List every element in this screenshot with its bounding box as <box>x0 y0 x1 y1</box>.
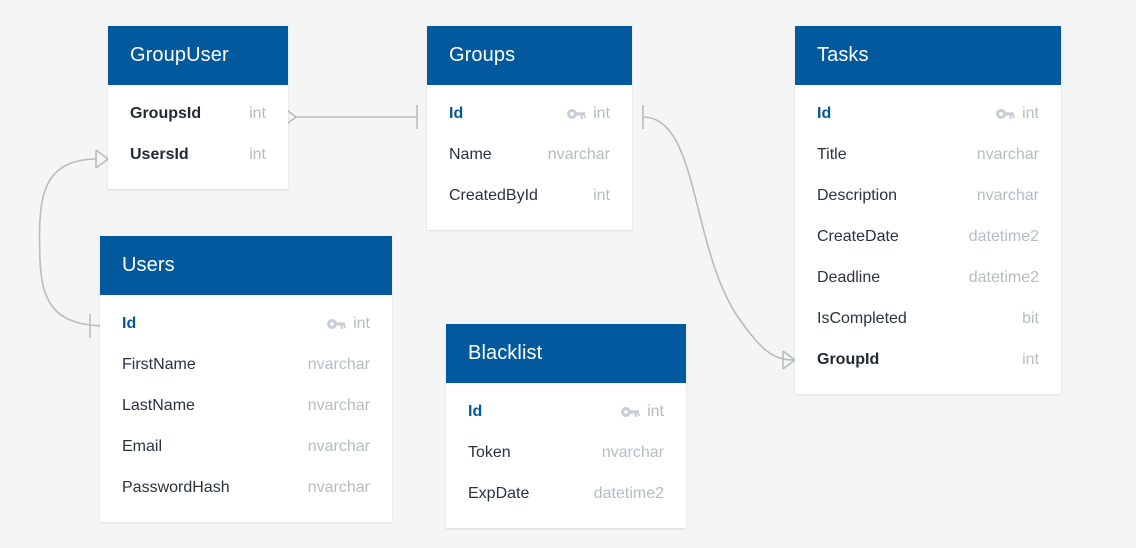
field-row[interactable]: LastName nvarchar <box>100 385 392 426</box>
field-name: GroupsId <box>130 104 202 122</box>
field-row[interactable]: Deadline datetime2 <box>795 257 1061 298</box>
field-row[interactable]: IsCompleted bit <box>795 298 1061 339</box>
field-name: LastName <box>122 396 195 414</box>
primary-key-icon <box>621 406 640 417</box>
field-type: nvarchar <box>307 437 370 455</box>
key-icon-placeholder <box>222 107 242 121</box>
field-row[interactable]: Id int <box>100 303 392 344</box>
key-icon-placeholder <box>222 148 242 162</box>
field-type: nvarchar <box>307 355 370 373</box>
primary-key-icon <box>567 108 586 119</box>
field-type: nvarchar <box>601 443 664 461</box>
field-row[interactable]: PasswordHash nvarchar <box>100 467 392 508</box>
table-title-blacklist: Blacklist <box>446 324 686 383</box>
key-icon-placeholder <box>281 399 301 413</box>
key-icon-placeholder <box>281 358 301 372</box>
table-card-groups[interactable]: Groups Id int Name nvarchar <box>427 26 632 230</box>
table-fields-groupuser: GroupsId int UsersId int <box>108 85 288 189</box>
field-type: int <box>249 145 266 163</box>
field-name: Id <box>122 314 137 332</box>
field-type: int <box>647 402 664 420</box>
table-title-users: Users <box>100 236 392 295</box>
field-type: datetime2 <box>968 268 1039 286</box>
field-row[interactable]: CreatedById int <box>427 175 632 216</box>
key-icon-placeholder <box>281 440 301 454</box>
key-icon-placeholder <box>521 148 541 162</box>
field-name: Id <box>449 104 464 122</box>
field-row[interactable]: Token nvarchar <box>446 432 686 473</box>
key-icon-placeholder <box>942 271 962 285</box>
field-type: int <box>1022 104 1039 122</box>
field-name: CreateDate <box>817 227 899 245</box>
field-name: UsersId <box>130 145 189 163</box>
connector-groupuser-users[interactable] <box>38 149 111 338</box>
table-card-users[interactable]: Users Id int FirstName nvarchar <box>100 236 392 522</box>
field-row[interactable]: ExpDate datetime2 <box>446 473 686 514</box>
table-card-blacklist[interactable]: Blacklist Id int Token nvarchar <box>446 324 686 528</box>
field-type: nvarchar <box>976 145 1039 163</box>
connector-groupuser-groups[interactable] <box>283 105 418 129</box>
field-type: nvarchar <box>307 478 370 496</box>
field-name: CreatedById <box>449 186 538 204</box>
field-name: Description <box>817 186 898 204</box>
table-title-groups: Groups <box>427 26 632 85</box>
field-name: FirstName <box>122 355 196 373</box>
field-name: Id <box>817 104 832 122</box>
field-name: Id <box>468 402 483 420</box>
field-name: PasswordHash <box>122 478 230 496</box>
field-row[interactable]: UsersId int <box>108 134 288 175</box>
field-type: int <box>593 104 610 122</box>
field-type: datetime2 <box>968 227 1039 245</box>
field-name: Title <box>817 145 847 163</box>
field-row[interactable]: Id int <box>795 93 1061 134</box>
field-name: GroupId <box>817 350 880 368</box>
table-fields-users: Id int FirstName nvarchar LastName <box>100 295 392 522</box>
field-row[interactable]: CreateDate datetime2 <box>795 216 1061 257</box>
field-type: nvarchar <box>547 145 610 163</box>
field-type: nvarchar <box>307 396 370 414</box>
key-icon-placeholder <box>995 353 1015 367</box>
field-type: int <box>1022 350 1039 368</box>
primary-key-icon <box>327 318 346 329</box>
primary-key-icon <box>996 108 1015 119</box>
field-name: Token <box>468 443 511 461</box>
field-name: Name <box>449 145 492 163</box>
field-type: int <box>593 186 610 204</box>
table-fields-tasks: Id int Title nvarchar Description <box>795 85 1061 394</box>
key-icon-placeholder <box>950 189 970 203</box>
table-card-tasks[interactable]: Tasks Id int Title nvarchar <box>795 26 1061 394</box>
field-name: Email <box>122 437 163 455</box>
key-icon-placeholder <box>950 148 970 162</box>
key-icon-placeholder <box>942 230 962 244</box>
field-row[interactable]: Email nvarchar <box>100 426 392 467</box>
field-row[interactable]: GroupId int <box>795 339 1061 380</box>
field-type: int <box>353 314 370 332</box>
key-icon-placeholder <box>281 481 301 495</box>
table-title-groupuser: GroupUser <box>108 26 288 85</box>
field-row[interactable]: Id int <box>446 391 686 432</box>
field-row[interactable]: FirstName nvarchar <box>100 344 392 385</box>
table-card-groupuser[interactable]: GroupUser GroupsId int UsersId int <box>108 26 288 189</box>
field-row[interactable]: Id int <box>427 93 632 134</box>
field-type: bit <box>1022 309 1039 327</box>
field-type: datetime2 <box>593 484 664 502</box>
table-fields-groups: Id int Name nvarchar CreatedById <box>427 85 632 230</box>
field-type: nvarchar <box>976 186 1039 204</box>
field-name: ExpDate <box>468 484 530 502</box>
key-icon-placeholder <box>567 487 587 501</box>
key-icon-placeholder <box>575 446 595 460</box>
key-icon-placeholder <box>995 312 1015 326</box>
table-fields-blacklist: Id int Token nvarchar ExpDate <box>446 383 686 528</box>
field-row[interactable]: Name nvarchar <box>427 134 632 175</box>
connector-groups-tasks[interactable] <box>642 105 796 370</box>
field-row[interactable]: Description nvarchar <box>795 175 1061 216</box>
field-type: int <box>249 104 266 122</box>
field-row[interactable]: Title nvarchar <box>795 134 1061 175</box>
field-name: IsCompleted <box>817 309 907 327</box>
field-row[interactable]: GroupsId int <box>108 93 288 134</box>
table-title-tasks: Tasks <box>795 26 1061 85</box>
key-icon-placeholder <box>566 189 586 203</box>
field-name: Deadline <box>817 268 881 286</box>
